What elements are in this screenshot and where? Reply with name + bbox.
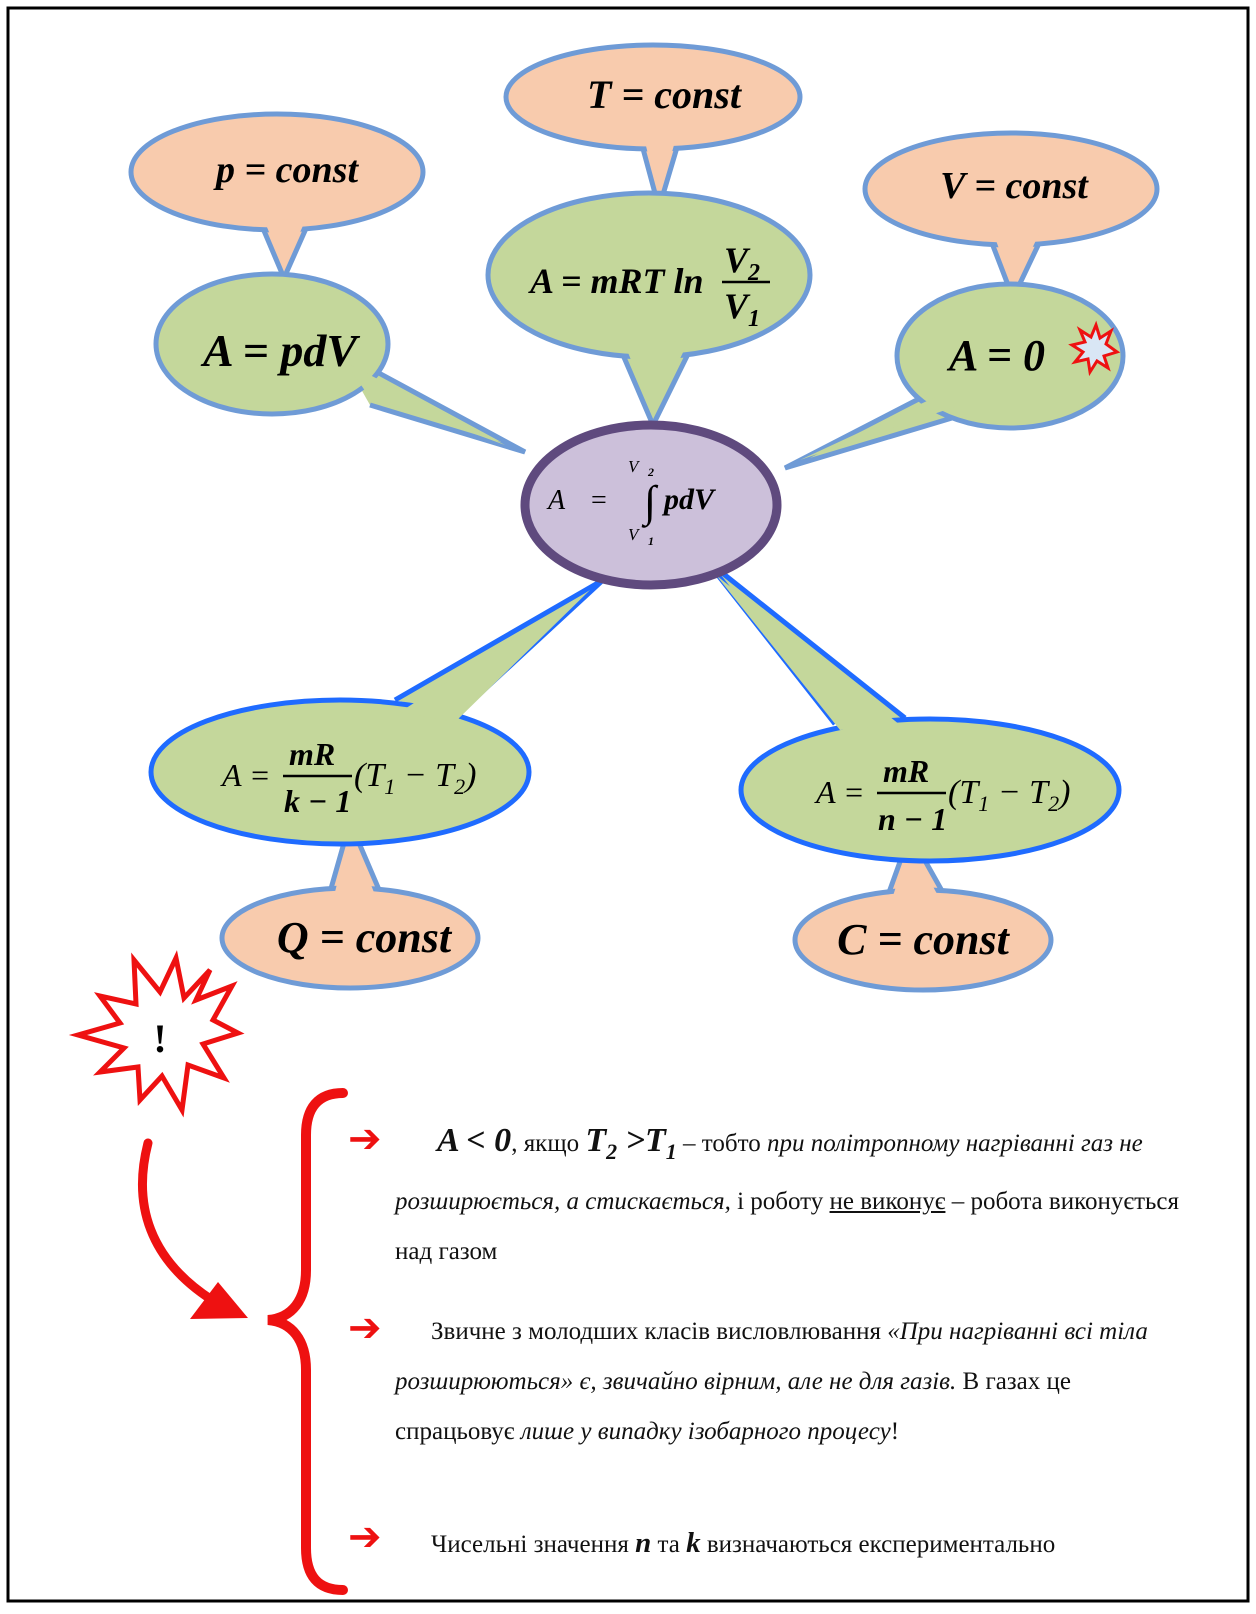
polytropic-rhs: (T1 − T2): [948, 774, 1070, 816]
note3-n: n: [635, 1527, 652, 1559]
center-upper-limit-sub: 2: [647, 465, 654, 479]
note-heating-expansion: Звичне з молодших класів висловлювання «…: [395, 1318, 1148, 1445]
formula-bubble-isochoric: A = 0: [783, 281, 1126, 471]
formula-bubble-polytropic: A = mR n − 1 (T1 − T2): [704, 558, 1122, 864]
condition-bubble-t: T = const: [503, 42, 803, 218]
note2-italic-quote: «При нагріванні всі тіла розширюються» є…: [395, 1318, 1148, 1395]
condition-t-text: T = const: [587, 72, 743, 117]
page-border: [6, 6, 1250, 1603]
alert-burst-icon: [68, 950, 245, 1118]
note1-underlined: не виконує: [829, 1187, 946, 1215]
formula-bubble-adiabatic: A = mR k − 1 (T1 − T2): [148, 577, 605, 847]
alert-mark: !: [153, 1016, 166, 1061]
center-integral-sign: ∫: [641, 477, 659, 528]
polytropic-denominator: n − 1: [878, 801, 947, 837]
note3-start: Чисельні значення: [431, 1531, 636, 1558]
note1-tail: – робота виконується над газом: [395, 1187, 1179, 1265]
isothermal-numerator: V: [724, 240, 751, 280]
bullet-arrow-icon: ➔: [348, 1305, 382, 1350]
condition-bubble-p: p = const: [128, 111, 426, 285]
center-equals: =: [591, 485, 607, 516]
note1-t2: T2: [585, 1122, 618, 1164]
adiabatic-denominator: k − 1: [284, 783, 351, 819]
center-integrand: pdV: [661, 483, 717, 516]
adiabatic-lhs: A =: [220, 757, 271, 793]
note1-a-less-zero: A < 0: [437, 1122, 512, 1159]
red-curved-arrow: [137, 1138, 248, 1319]
condition-p-text: p = const: [213, 149, 359, 191]
note3-k: k: [686, 1527, 701, 1559]
note1-t1: T1: [645, 1122, 677, 1164]
formula-bubble-isobaric: A = pdV: [153, 271, 527, 455]
polytropic-numerator: mR: [883, 753, 929, 789]
note2-italic-isobaric: лише у випадку ізобарного процесу: [520, 1418, 891, 1445]
note1-dash: – тобто: [676, 1130, 767, 1157]
center-lower-limit: V: [628, 525, 641, 544]
adiabatic-rhs: (T1 − T2): [354, 757, 476, 799]
condition-bubble-v: V = const: [862, 130, 1160, 305]
red-curly-brace: [267, 1088, 348, 1595]
adiabatic-numerator: mR: [289, 736, 335, 772]
alert-burst: !: [68, 950, 245, 1118]
isothermal-formula-left: A = mRT ln: [528, 261, 704, 301]
formula-bubble-isothermal: A = mRT ln V 2 V 1: [485, 190, 813, 431]
polytropic-lhs: A =: [814, 774, 865, 810]
note1-if: якщо: [517, 1130, 586, 1157]
isobaric-formula: A = pdV: [200, 325, 360, 376]
center-lhs: A: [546, 485, 566, 516]
condition-q-text: Q = const: [277, 913, 453, 962]
condition-v-text: V = const: [940, 165, 1089, 207]
small-burst-icon: [1068, 320, 1121, 377]
note2-start: Звичне з молодших класів висловлювання: [431, 1318, 888, 1345]
bullet-arrow-icon: ➔: [348, 1116, 382, 1161]
condition-c-text: C = const: [837, 915, 1011, 964]
condition-bubble-q: Q = const: [219, 814, 481, 991]
isochoric-formula: A = 0: [946, 331, 1045, 380]
isothermal-denominator-sub: 1: [748, 306, 760, 332]
note-negative-work: A < 0, якщо T2 >T1 – тобто при політропн…: [395, 1122, 1179, 1265]
note1-italic: при політропному нагріванні газ не розши…: [395, 1130, 1143, 1215]
center-lower-limit-sub: 1: [648, 534, 654, 548]
center-node: A = V 2 ∫ pdV V 1: [520, 420, 782, 590]
center-upper-limit: V: [628, 457, 641, 476]
isothermal-denominator: V: [724, 286, 751, 326]
bullet-arrow-icon: ➔: [348, 1514, 382, 1559]
note-experimental-values: Чисельні значення n та k визначаються ек…: [431, 1527, 1056, 1559]
isothermal-numerator-sub: 2: [747, 260, 760, 286]
